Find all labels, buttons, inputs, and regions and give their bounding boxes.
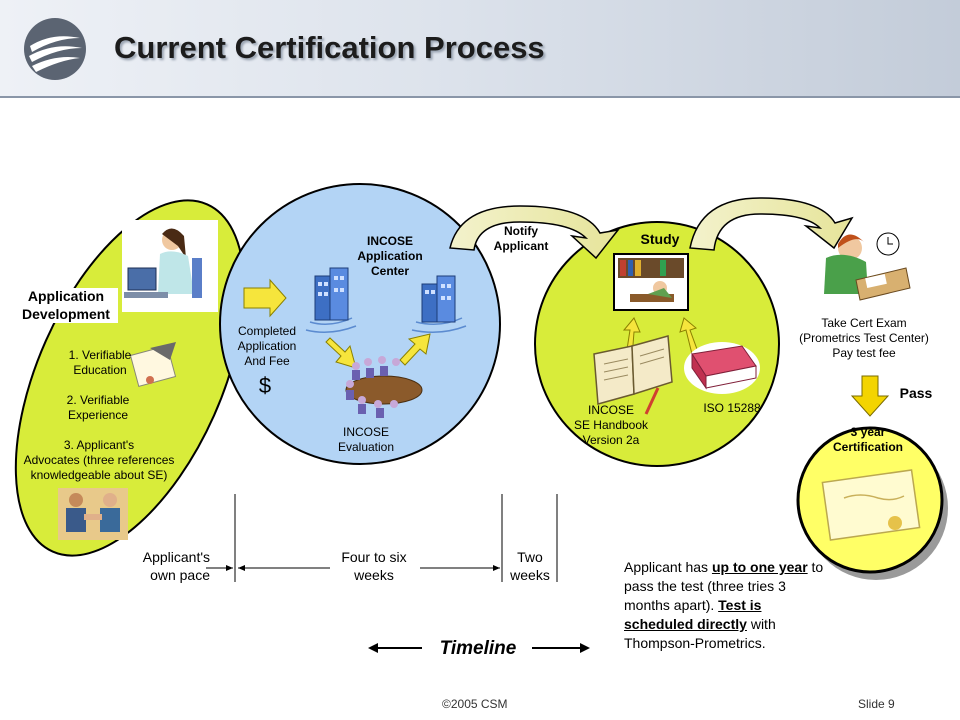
item3-line1: 3. Applicant's [63,438,135,452]
notify-arrow [449,205,620,260]
pass-arrow [850,375,890,417]
study-to-exam-arrow [689,197,854,251]
verifiable-education-label: 1. Verifiable Education [52,348,148,378]
diploma-icon [129,342,177,387]
meeting-icon [345,356,423,418]
completed-line1: Completed [237,324,297,338]
handbook-label: INCOSE SE Handbook Version 2a [556,403,666,448]
handbook-line2: SE Handbook [573,418,649,432]
fee-dollar-sign: $ [258,373,272,398]
certification-label: 3 year Certification [820,425,916,455]
timeline-label: Timeline [439,638,517,659]
evaluation-arrow [325,337,357,369]
exam-taker-image [824,232,911,301]
notify-line2: Applicant [493,239,549,253]
verifiable-experience-label: 2. Verifiable Experience [50,393,146,423]
exam-policy-note: Applicant has up to one year to pass the… [624,558,824,652]
pass-label: Pass [899,385,933,401]
iso-up-arrow [679,317,699,355]
incose-title-line3: Center [370,264,409,278]
seg3-line1: Two [517,549,543,565]
incose-center-label: INCOSE Application Center [340,234,440,279]
study-image [613,253,689,311]
slide-number: Slide 9 [858,697,895,711]
notify-line1: Notify [504,224,538,238]
building-icon-left [305,267,357,333]
handbook-line3: Version 2a [582,433,640,447]
note-part1: Applicant has [624,559,712,575]
handbook-icon [593,335,673,415]
title-bar [0,0,960,96]
seg2-line2: weeks [354,566,394,583]
note-part2: to pass the test (three tries 3 months a… [624,559,824,613]
exam-line3: Pay test fee [832,346,896,360]
process-diagram [14,183,948,653]
certification-line2: Certification [832,440,903,454]
evaluation-line1: INCOSE [342,425,389,439]
seg1-line2: own pace [150,566,210,583]
title-divider [0,96,960,98]
incose-title-line2: Application [357,249,423,263]
item3-line3: knowledgeable about SE) [30,468,168,482]
timeline-two-weeks: Two weeks [502,549,558,584]
notify-applicant-label: Notify Applicant [478,224,564,254]
timeline-four-to-six-weeks: Four to six weeks [326,549,422,584]
item2-line2: Experience [67,408,129,422]
iso-label: ISO 15288 [703,401,761,415]
exam-line2: (Prometrics Test Center) [799,331,929,345]
certification-line1: 3 year [850,425,886,439]
iso-book-icon [684,342,760,394]
item1-line2: Education [73,363,127,377]
take-exam-label: Take Cert Exam (Prometrics Test Center) … [782,316,946,361]
handbook-line1: INCOSE [587,403,634,417]
page-title: Current Certification Process [114,30,545,65]
completed-application-label: Completed Application And Fee [226,324,308,369]
incose-evaluation-label: INCOSE Evaluation [320,425,412,455]
completed-line3: And Fee [244,354,290,368]
certificate-icon [821,469,921,541]
timeline-own-pace: Applicant's own pace [110,549,210,584]
seg1-line1: Applicant's [142,549,210,565]
seg3-line2: weeks [510,566,550,583]
submit-arrow [243,278,287,318]
seg2-line1: Four to six [341,549,407,565]
application-title-line1: Application [27,288,105,304]
item2-line1: 2. Verifiable [66,393,130,407]
advocates-label: 3. Applicant's Advocates (three referenc… [16,438,182,483]
item3-line2: Advocates (three references [23,453,175,467]
incose-circle [219,183,501,465]
study-title: Study [640,231,680,247]
note-part3: with Thompson-Prometrics. [624,615,776,651]
application-title-line2: Development [22,305,110,322]
application-development-label: Application Development [14,288,118,323]
exam-line1: Take Cert Exam [821,316,907,330]
building-icon-right [411,275,467,333]
note-emphasis-one-year: up to one year [711,559,808,575]
incose-title-line1: INCOSE [366,234,413,248]
csm-logo [24,18,86,80]
evaluation-line2: Evaluation [337,440,395,454]
return-arrow [399,333,431,366]
advocates-image [58,488,128,540]
note-emphasis-scheduled: Test is scheduled directly [624,596,762,632]
computer-user-image [122,220,218,312]
completed-line2: Application [237,339,297,353]
item1-line1: 1. Verifiable [68,348,132,362]
copyright: ©2005 CSM [442,697,508,711]
